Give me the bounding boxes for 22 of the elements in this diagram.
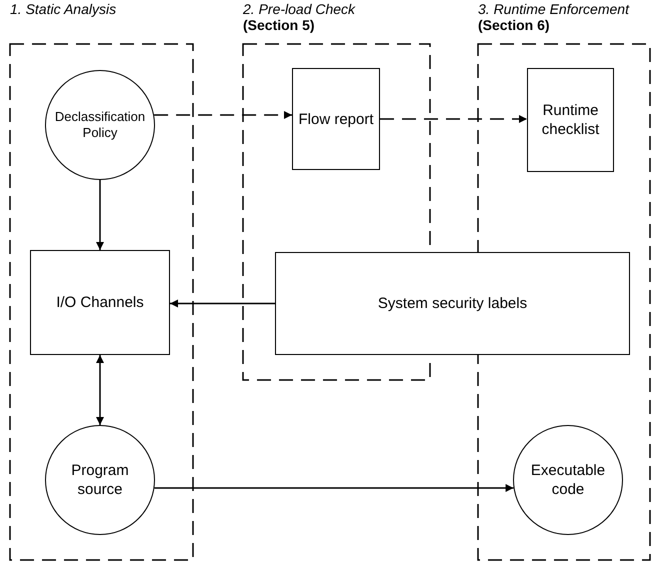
- node-label: Program source: [70, 461, 130, 499]
- arrow: [154, 111, 292, 119]
- section-reference: (Section 5): [243, 17, 315, 33]
- node-label: I/O Channels: [55, 293, 145, 312]
- process-box: [30, 250, 170, 355]
- node-label: System security labels: [376, 294, 528, 313]
- node-label: Runtime checklist: [540, 101, 600, 139]
- node-label: Executable code: [530, 461, 606, 499]
- node-label: Flow report: [297, 110, 375, 128]
- process-box: [275, 252, 630, 355]
- arrow: [96, 355, 104, 425]
- region-heading: 3. Runtime Enforcement: [478, 1, 629, 17]
- region-heading: 2. Pre-load Check: [243, 1, 356, 17]
- process-box: [527, 68, 614, 172]
- region-heading: 1. Static Analysis: [10, 1, 116, 17]
- arrow: [170, 300, 275, 308]
- process-box: [292, 68, 380, 170]
- arrow: [380, 115, 527, 123]
- section-reference: (Section 6): [478, 17, 550, 33]
- node-label: Declassification Policy: [54, 109, 146, 141]
- arrow: [154, 484, 514, 492]
- arrow: [96, 180, 104, 250]
